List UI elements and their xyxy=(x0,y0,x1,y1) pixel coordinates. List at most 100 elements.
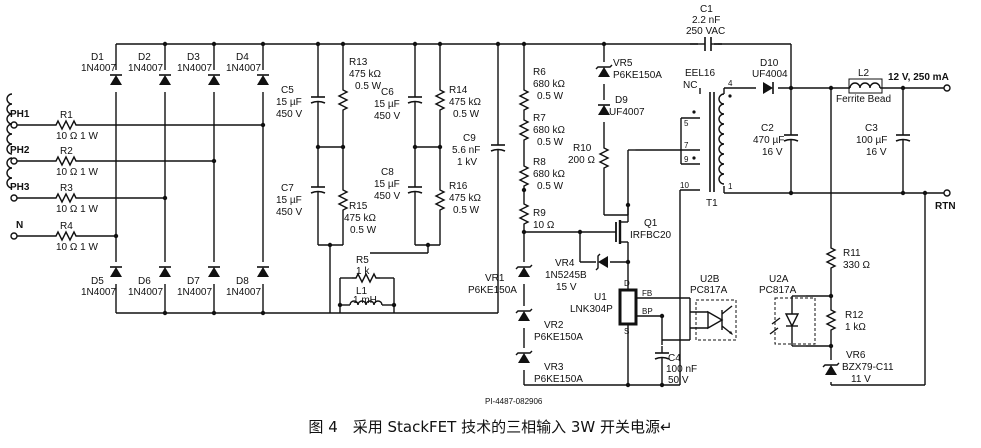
label-c8: C8 xyxy=(381,167,394,178)
label-r3: R3 xyxy=(60,183,73,194)
label-r14: R14 xyxy=(449,85,468,96)
value-c7-volt: 450 V xyxy=(276,207,302,218)
label-d2: D2 xyxy=(138,52,151,63)
label-t1-pin1: 1 xyxy=(728,182,733,191)
label-r9: R9 xyxy=(533,208,546,219)
output-terminal-12v xyxy=(943,84,951,92)
value-r9: 10 Ω xyxy=(533,220,555,231)
label-c1: C1 xyxy=(700,4,713,15)
value-r7-watt: 0.5 W xyxy=(537,137,564,148)
label-l1: L1 xyxy=(356,286,368,297)
value-c4-volt: 50 V xyxy=(668,375,689,386)
value-r16-watt: 0.5 W xyxy=(453,205,480,216)
u1-pin-fb: FB xyxy=(642,289,652,298)
value-c7-cap: 15 µF xyxy=(276,195,302,206)
value-r5: 1 k xyxy=(356,266,370,277)
label-r15: R15 xyxy=(349,201,368,212)
value-d4: 1N4007 xyxy=(226,63,261,74)
label-l2: L2 xyxy=(858,68,870,79)
label-c5: C5 xyxy=(281,85,294,96)
value-c9-cap: 5.6 nF xyxy=(452,145,480,156)
value-r6-ohm: 680 kΩ xyxy=(533,79,565,90)
label-r5: R5 xyxy=(356,255,369,266)
output-rtn-label: RTN xyxy=(935,201,956,212)
value-d5: 1N4007 xyxy=(81,287,116,298)
value-c2-volt: 16 V xyxy=(762,147,783,158)
value-d1: 1N4007 xyxy=(81,63,116,74)
label-ph1: PH1 xyxy=(10,109,30,120)
value-d8: 1N4007 xyxy=(226,287,261,298)
q1-gate-drive: VR4 1N5245B 15 V Q1 IRFBC20 xyxy=(524,205,672,293)
controller-u1: D S FB BP U1 LNK304P U2B PC817A C4 100 n… xyxy=(570,274,737,388)
value-r7-ohm: 680 kΩ xyxy=(533,125,565,136)
value-r16-ohm: 475 kΩ xyxy=(449,193,481,204)
value-vr6-volt: 11 V xyxy=(851,374,871,385)
u1-pin-s: S xyxy=(624,327,629,336)
label-vr3: VR3 xyxy=(544,362,564,373)
value-c9-volt: 1 kV xyxy=(457,157,477,168)
label-r2: R2 xyxy=(60,146,73,157)
label-n: N xyxy=(16,220,23,231)
value-d6: 1N4007 xyxy=(128,287,163,298)
value-r6-watt: 0.5 W xyxy=(537,91,564,102)
u1-pin-bp: BP xyxy=(642,307,653,316)
label-d6: D6 xyxy=(138,276,151,287)
label-t1-pin4: 4 xyxy=(728,79,733,88)
value-d9: UF4007 xyxy=(609,107,645,118)
value-r1: 10 Ω 1 W xyxy=(56,131,98,142)
value-u2b: PC817A xyxy=(690,285,728,296)
u1-pin-d: D xyxy=(624,279,630,288)
value-c4-cap: 100 nF xyxy=(666,364,697,375)
label-t1-pin9: 9 xyxy=(684,155,689,164)
label-u1: U1 xyxy=(594,292,607,303)
value-r14-watt: 0.5 W xyxy=(453,109,480,120)
value-c8-volt: 450 V xyxy=(374,191,400,202)
label-vr1: VR1 xyxy=(485,273,505,284)
label-q1: Q1 xyxy=(644,218,658,229)
transformer-t1: EEL16 NC 5 7 9 10 4 1 T1 xyxy=(6,68,947,385)
bulk-capacitor-bank: C5 15 µF 450 V C7 15 µF 450 V R13 475 kΩ… xyxy=(276,41,481,313)
output-terminal-rtn xyxy=(943,189,951,197)
value-d3: 1N4007 xyxy=(177,63,212,74)
label-ph3: PH3 xyxy=(10,182,30,193)
value-l2: Ferrite Bead xyxy=(836,94,891,105)
primary-clamp: VR5 P6KE150A D9 UF4007 R10 200 Ω xyxy=(568,41,662,216)
label-d3: D3 xyxy=(187,52,200,63)
drawing-id: PI-4487-082906 xyxy=(485,397,543,406)
c9-capacitor: C9 5.6 nF 1 kV xyxy=(452,41,506,313)
value-c6-volt: 450 V xyxy=(374,111,400,122)
value-r13-watt: 0.5 W xyxy=(355,81,382,92)
value-vr1: P6KE150A xyxy=(468,285,517,296)
label-d4: D4 xyxy=(236,52,249,63)
label-u2a: U2A xyxy=(769,274,789,285)
label-vr4: VR4 xyxy=(555,258,575,269)
figure-caption: 图 4 采用 StackFET 技术的三相输入 3W 开关电源↵ xyxy=(308,418,673,436)
label-ph2: PH2 xyxy=(10,145,30,156)
value-c5-volt: 450 V xyxy=(276,109,302,120)
label-r13: R13 xyxy=(349,57,368,68)
label-c4: C4 xyxy=(668,353,681,364)
bridge-rectifier: D1 1N4007 D2 1N4007 D3 1N4007 D4 1N4007 … xyxy=(81,41,722,316)
value-vr4-volt: 15 V xyxy=(556,282,577,293)
value-vr4: 1N5245B xyxy=(545,270,587,281)
label-t1-pin7: 7 xyxy=(684,141,689,150)
label-d10: D10 xyxy=(760,58,779,69)
label-c7: C7 xyxy=(281,183,294,194)
label-d5: D5 xyxy=(91,276,104,287)
input-terminal-n xyxy=(10,232,18,240)
value-vr5: P6KE150A xyxy=(613,70,662,81)
value-r15-ohm: 475 kΩ xyxy=(344,213,376,224)
input-terminal-ph2 xyxy=(10,157,18,165)
value-r8-watt: 0.5 W xyxy=(537,181,564,192)
label-t1-nc: NC xyxy=(683,80,697,91)
value-vr2: P6KE150A xyxy=(534,332,583,343)
value-r12: 1 kΩ xyxy=(845,322,866,333)
stackfet-bias-network: R6 680 kΩ 0.5 W R7 680 kΩ 0.5 W R8 680 k… xyxy=(468,41,680,406)
label-d9: D9 xyxy=(615,95,628,106)
label-t1-pin10: 10 xyxy=(680,181,689,190)
c1-y-capacitor: C1 2.2 nF 250 VAC xyxy=(686,4,792,88)
value-r13-ohm: 475 kΩ xyxy=(349,69,381,80)
value-r15-watt: 0.5 W xyxy=(350,225,377,236)
label-r1: R1 xyxy=(60,110,73,121)
value-d2: 1N4007 xyxy=(128,63,163,74)
